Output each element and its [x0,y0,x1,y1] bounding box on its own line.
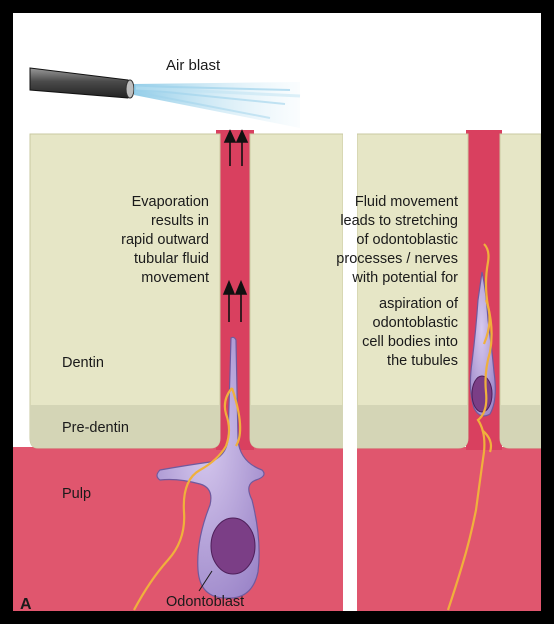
panel-letter: A [20,596,32,613]
evaporation-line-5: movement [141,270,209,286]
dentin-blocks [30,134,541,448]
fluid-line-4: processes / nerves [336,251,458,267]
fluid-line-9: the tubules [387,353,458,369]
pulp-region-right [357,447,541,611]
fluid-line-8: cell bodies into [362,334,458,350]
fluid-line-6: aspiration of [379,296,459,312]
evaporation-line-3: rapid outward [121,232,209,248]
evaporation-line-2: results in [151,213,209,229]
fluid-line-5: with potential for [351,270,458,286]
evaporation-line-1: Evaporation [132,194,209,210]
dentin-label: Dentin [62,355,104,371]
odontoblast-nucleus [211,518,255,574]
evaporation-line-4: tubular fluid [134,251,209,267]
pulp-label: Pulp [62,486,91,502]
fluid-line-1: Fluid movement [355,194,458,210]
fluid-line-2: leads to stretching [340,213,458,229]
fluid-line-7: odontoblastic [373,315,458,331]
air-blast-label: Air blast [166,57,221,74]
odontoblast-nucleus-right [472,376,492,412]
odontoblast-label: Odontoblast [166,594,244,610]
fluid-line-3: of odontoblastic [356,232,458,248]
pre-dentin-label: Pre-dentin [62,420,129,436]
